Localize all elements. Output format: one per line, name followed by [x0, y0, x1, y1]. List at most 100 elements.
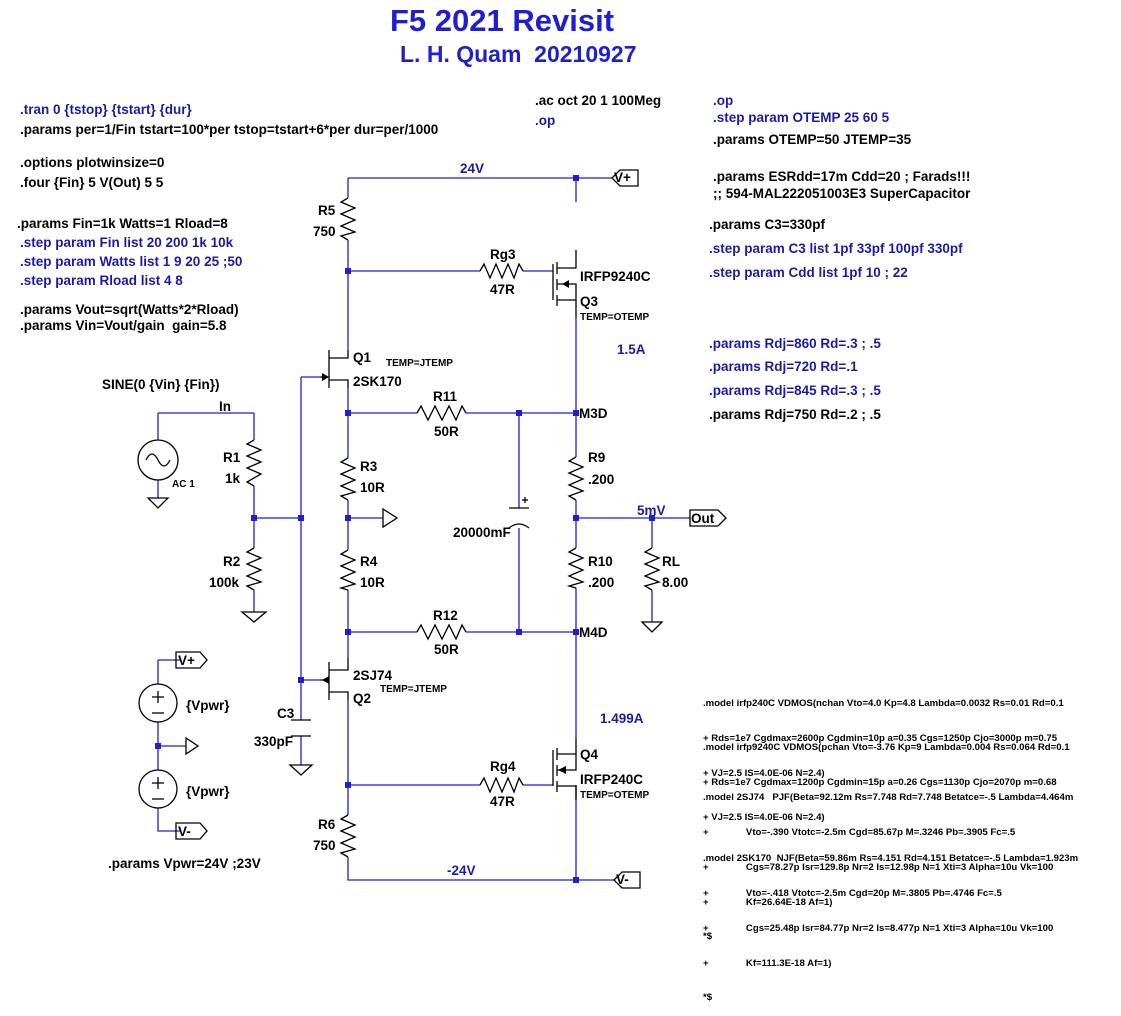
net-label-m3d: M3D [579, 406, 608, 421]
flag-vplus-left-label: V+ [178, 653, 195, 668]
rl-value: 8.00 [662, 575, 689, 590]
r11-value: 50R [434, 424, 459, 439]
cdd-value: 20000mF [453, 525, 511, 540]
directive-params-esr: .params ESRdd=17m Cdd=20 ; Farads!!! [713, 169, 971, 184]
directive-step-rload: .step param Rload list 4 8 [20, 273, 183, 288]
directive-step-watts: .step param Watts list 1 9 20 25 ;50 [20, 254, 243, 269]
directive-params-c3: .params C3=330pf [709, 217, 825, 232]
vpwr-top-source [138, 683, 178, 723]
r6-resistor [339, 814, 357, 858]
model-2sk170: .model 2SK170 NJF(Beta=59.86m Rs=4.151 R… [703, 830, 1078, 1016]
q2-name: Q2 [353, 691, 372, 706]
rg4-name: Rg4 [490, 759, 516, 774]
model-line: + Vto=-.390 Vtotc=-2.5m Cgd=85.67p M=.32… [703, 826, 1016, 838]
r9-resistor [567, 456, 585, 501]
directive-rdj-3: .params Rdj=845 Rd=.3 ; .5 [709, 383, 881, 398]
r12-name: R12 [433, 608, 458, 623]
ground-icon [146, 497, 664, 776]
r1-name: R1 [223, 450, 241, 465]
page-subtitle: L. H. Quam 20210927 [400, 41, 637, 67]
q1-model: 2SK170 [353, 374, 402, 389]
vpwr-bot-value: {Vpwr} [186, 784, 230, 799]
r10-value: .200 [588, 575, 615, 590]
flag-vminus-left-label: V- [178, 824, 191, 839]
vin-source [137, 439, 179, 481]
rg4-value: 47R [490, 794, 515, 809]
r11-name: R11 [433, 389, 458, 404]
directive-tran: .tran 0 {tstop} {tstart} {dur} [20, 102, 192, 117]
page-title: F5 2021 Revisit [390, 3, 615, 38]
net-voltage-out: 5mV [637, 503, 666, 518]
r12-value: 50R [434, 642, 459, 657]
model-line: + Cgs=78.27p Isr=129.8p Nr=2 Is=12.98p N… [703, 861, 1054, 873]
q1-temp: TEMP=JTEMP [386, 358, 453, 369]
q3-model: IRFP9240C [580, 269, 651, 284]
directive-params-vout: .params Vout=sqrt(Watts*2*Rload) [20, 302, 239, 317]
directive-rdj-2: .params Rdj=720 Rd=.1 [709, 359, 858, 374]
flag-vplus-top-label: V+ [614, 170, 631, 185]
q2-jfet [320, 658, 349, 700]
net-label-24v: 24V [460, 161, 485, 176]
q3-temp: TEMP=OTEMP [580, 312, 650, 323]
vminus-flag-left [175, 822, 208, 840]
directive-rdj-4: .params Rdj=750 Rd=.2 ; .5 [709, 407, 881, 422]
rg4-resistor [479, 776, 524, 794]
rl-resistor [643, 547, 661, 591]
model-line: *$ [703, 992, 713, 1004]
q3-mosfet [552, 250, 577, 318]
directive-ac: .ac oct 20 1 100Meg [535, 93, 662, 108]
junctions [155, 175, 655, 883]
directive-vpwr: .params Vpwr=24V ;23V [108, 856, 261, 871]
current-q3: 1.5A [617, 342, 646, 357]
q4-mosfet [552, 738, 577, 800]
r9-name: R9 [588, 450, 606, 465]
directive-op-mid: .op [535, 113, 556, 128]
r1-value: 1k [225, 471, 241, 486]
r4-name: R4 [360, 554, 378, 569]
r3-resistor [339, 457, 357, 501]
model-line: + Rds=1e7 Cgdmax=1200p Cgdmin=15p a=0.26… [703, 776, 1057, 788]
q3-name: Q3 [580, 294, 599, 309]
model-irfp9240c: .model irfp9240C VDMOS(pchan Vto=-3.76 K… [703, 719, 1070, 835]
r4-resistor [338, 549, 357, 591]
directive-params-vin: .params Vin=Vout/gain gain=5.8 [20, 318, 227, 333]
vplus-flag-left [175, 651, 208, 669]
directive-params-per: .params per=1/Fin tstart=100*per tstop=t… [20, 122, 439, 137]
directive-step-cdd: .step param Cdd list 1pf 10 ; 22 [709, 265, 908, 280]
r5-value: 750 [313, 224, 336, 239]
rg3-value: 47R [490, 282, 515, 297]
model-line: + VJ=2.5 IS=4.0E-06 N=2.4) [703, 767, 825, 779]
rg3-name: Rg3 [490, 247, 516, 262]
directive-four: .four {Fin} 5 V(Out) 5 5 [20, 175, 164, 190]
r10-resistor [566, 547, 585, 589]
directive-options: .options plotwinsize=0 [20, 155, 165, 170]
directive-supercap-comment: ;; 594-MAL222051003E3 SuperCapacitor [713, 186, 971, 201]
vin-ac-spec: AC 1 [172, 479, 195, 490]
q4-model: IRFP240C [580, 772, 644, 787]
q2-model: 2SJ74 [353, 668, 393, 683]
schematic-canvas [137, 169, 727, 889]
q1-jfet [320, 350, 349, 388]
r4-value: 10R [360, 575, 385, 590]
r11-resistor [416, 404, 467, 422]
model-line: + Rds=1e7 Cgdmax=2600p Cgdmin=10p a=0.35… [703, 732, 1058, 744]
q1-name: Q1 [353, 350, 372, 365]
r3-value: 10R [360, 480, 385, 495]
flag-out-label: Out [691, 511, 715, 526]
components [137, 169, 727, 889]
q2-temp: TEMP=JTEMP [380, 684, 447, 695]
vplus-flag-top [611, 169, 639, 187]
r10-name: R10 [588, 554, 613, 569]
vminus-flag-bottom [613, 871, 641, 889]
model-line: + VJ=2.5 IS=4.0E-06 N=2.4) [703, 811, 825, 823]
r2-resistor [245, 547, 263, 591]
directive-op-right: .op [713, 93, 734, 108]
directive-step-fin: .step param Fin list 20 200 1k 10k [20, 235, 234, 250]
directive-step-c3: .step param C3 list 1pf 33pf 100pf 330pf [709, 241, 963, 256]
c3-capacitor [291, 719, 311, 737]
r5-name: R5 [318, 203, 336, 218]
r5-resistor [339, 197, 357, 241]
flag-vminus-bottom-label: V- [616, 872, 629, 887]
q4-name: Q4 [580, 747, 599, 762]
model-line: + Kf=111.3E-18 Af=1) [703, 957, 832, 969]
